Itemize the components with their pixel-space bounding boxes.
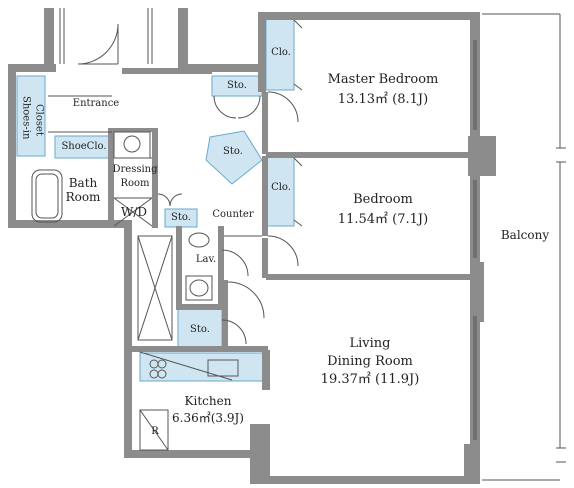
living-size: 19.37㎡ (11.9J) (320, 372, 420, 387)
dressing-label-line2: Room (120, 178, 150, 189)
closet-label: Closet (33, 104, 45, 136)
master-bedroom-size: 13.13㎡ (8.1J) (337, 92, 429, 107)
closet-fills (16, 17, 295, 382)
shoes-in-label: Shoes-in (20, 96, 32, 140)
sto-top-label: Sto. (227, 80, 247, 91)
sto-mid-label: Sto. (171, 212, 191, 223)
balcony-label: Balcony (500, 228, 550, 242)
dressing-label-line1: Dressing (112, 164, 158, 175)
counter-label: Counter (212, 209, 254, 220)
lav-label: Lav. (195, 254, 217, 265)
refrigerator-label: R (151, 426, 159, 437)
living-name-line1: Living (349, 336, 391, 351)
clo-bedroom-label: Clo. (271, 182, 291, 193)
sto-bottom-label: Sto. (190, 324, 210, 335)
clo-bedroom-fill (265, 155, 295, 227)
bedroom-size: 11.54㎡ (7.1J) (337, 212, 429, 227)
thin-lines (31, 8, 566, 481)
master-bedroom-name: Master Bedroom (327, 72, 439, 87)
bath-label-line2: Room (65, 190, 101, 204)
shoes-in-closet-fill (16, 75, 46, 157)
kitchen-size: 6.36㎡(3.9J) (172, 411, 244, 425)
bedroom-name: Bedroom (353, 192, 413, 207)
living-name-line2: Dining Room (327, 354, 413, 369)
entrance-label: Entrance (72, 98, 120, 109)
walls (8, 8, 496, 484)
sto-diag-label: Sto. (223, 146, 243, 157)
bath-label-line1: Bath (68, 176, 98, 190)
sto-diag-fill (205, 130, 263, 185)
shoe-closet-label: ShoeClo. (61, 141, 107, 152)
kitchen-name: Kitchen (184, 394, 232, 408)
clo-master-label: Clo. (271, 47, 291, 58)
wd-label: W/D (121, 205, 147, 219)
